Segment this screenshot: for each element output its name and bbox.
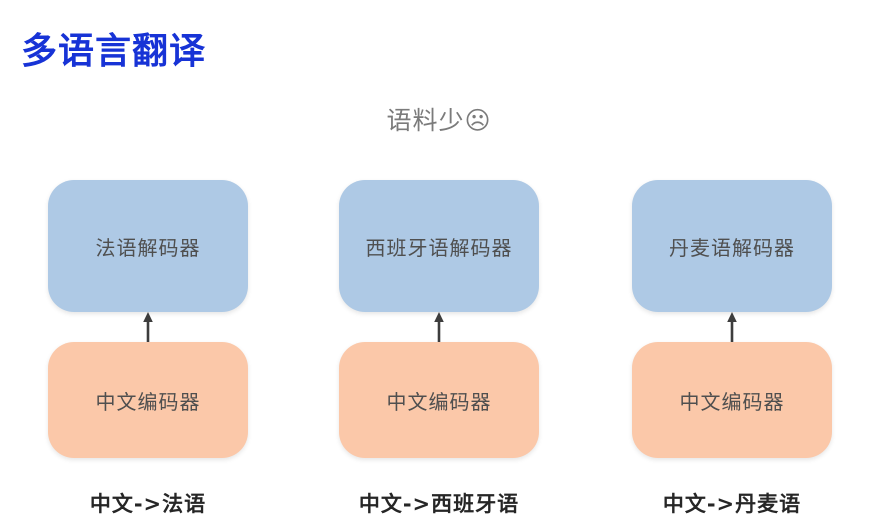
pipeline-column-danish: 丹麦语解码器 中文编码器 中文->丹麦语: [632, 180, 832, 518]
pipeline-column-spanish: 西班牙语解码器 中文编码器 中文->西班牙语: [339, 180, 539, 518]
decoder-label: 西班牙语解码器: [365, 235, 513, 260]
up-arrow-icon: [431, 312, 447, 342]
encoder-label: 中文编码器: [386, 389, 492, 414]
encoder-box: 中文编码器: [632, 342, 832, 458]
translation-pair-label: 中文->西班牙语: [358, 492, 520, 516]
decoder-box: 法语解码器: [48, 180, 248, 312]
pipeline-column-french: 法语解码器 中文编码器 中文->法语: [48, 180, 248, 518]
encoder-label: 中文编码器: [95, 389, 201, 414]
decoder-box: 西班牙语解码器: [339, 180, 539, 312]
page-title: 多语言翻译: [21, 31, 207, 72]
decoder-box: 丹麦语解码器: [632, 180, 832, 312]
encoder-box: 中文编码器: [48, 342, 248, 458]
encoder-label: 中文编码器: [679, 389, 785, 414]
up-arrow-icon: [724, 312, 740, 342]
translation-pair-label: 中文->法语: [89, 492, 207, 516]
encoder-box: 中文编码器: [339, 342, 539, 458]
subtitle-corpus-note: 语料少☹: [386, 106, 492, 135]
decoder-label: 丹麦语解码器: [669, 235, 795, 260]
up-arrow-icon: [140, 312, 156, 342]
translation-pair-label: 中文->丹麦语: [662, 492, 802, 516]
decoder-label: 法语解码器: [95, 235, 201, 260]
